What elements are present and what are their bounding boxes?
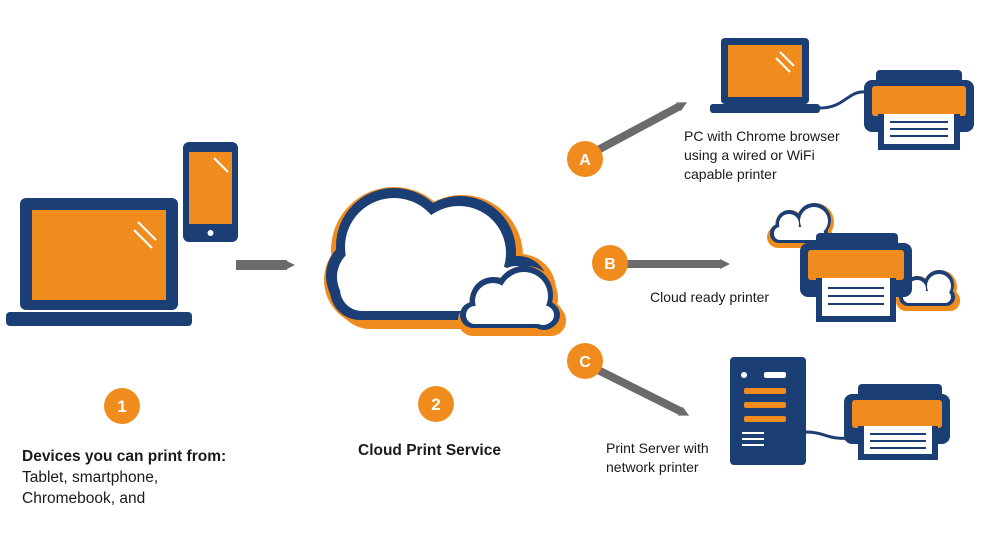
step-2-badge: 2 bbox=[418, 386, 454, 422]
step-1-label-bold: Devices you can print from: bbox=[22, 448, 227, 465]
arrow-branch-a-icon bbox=[594, 102, 688, 155]
branch-c-label-line-1: Print Server with bbox=[606, 440, 709, 456]
branch-b-label: Cloud ready printer bbox=[650, 289, 770, 305]
branch-a-label-line-2: using a wired or WiFi bbox=[684, 147, 815, 163]
branch-c-badge: C bbox=[567, 343, 603, 379]
step-1-label: Devices you can print from: Tablet, smar… bbox=[22, 446, 252, 509]
branch-c-label-line-2: network printer bbox=[606, 459, 699, 475]
step-1-badge: 1 bbox=[104, 388, 140, 424]
cloud-printer-icon bbox=[767, 203, 960, 322]
smartphone-icon bbox=[183, 142, 238, 242]
svg-text:2: 2 bbox=[431, 395, 440, 414]
svg-text:1: 1 bbox=[117, 397, 126, 416]
svg-text:A: A bbox=[579, 152, 591, 169]
cloud-service-icon bbox=[324, 187, 566, 336]
server-printer-icon bbox=[730, 357, 950, 465]
branch-b-badge: B bbox=[592, 245, 628, 281]
branch-a-label: PC with Chrome browser using a wired or … bbox=[684, 127, 840, 184]
branch-a-badge: A bbox=[567, 141, 603, 177]
branch-a-label-line-1: PC with Chrome browser bbox=[684, 128, 840, 144]
laptop-icon bbox=[6, 198, 192, 326]
branch-c-label: Print Server with network printer bbox=[606, 439, 709, 477]
branch-a-label-line-3: capable printer bbox=[684, 166, 777, 182]
svg-text:C: C bbox=[579, 354, 591, 371]
laptop-printer-icon bbox=[710, 38, 974, 150]
step-2-label: Cloud Print Service bbox=[358, 442, 501, 459]
arrow-branch-c-icon bbox=[596, 366, 690, 416]
step-1-label-rest: Tablet, smartphone, Chromebook, and bbox=[22, 469, 159, 507]
svg-text:B: B bbox=[604, 256, 616, 273]
